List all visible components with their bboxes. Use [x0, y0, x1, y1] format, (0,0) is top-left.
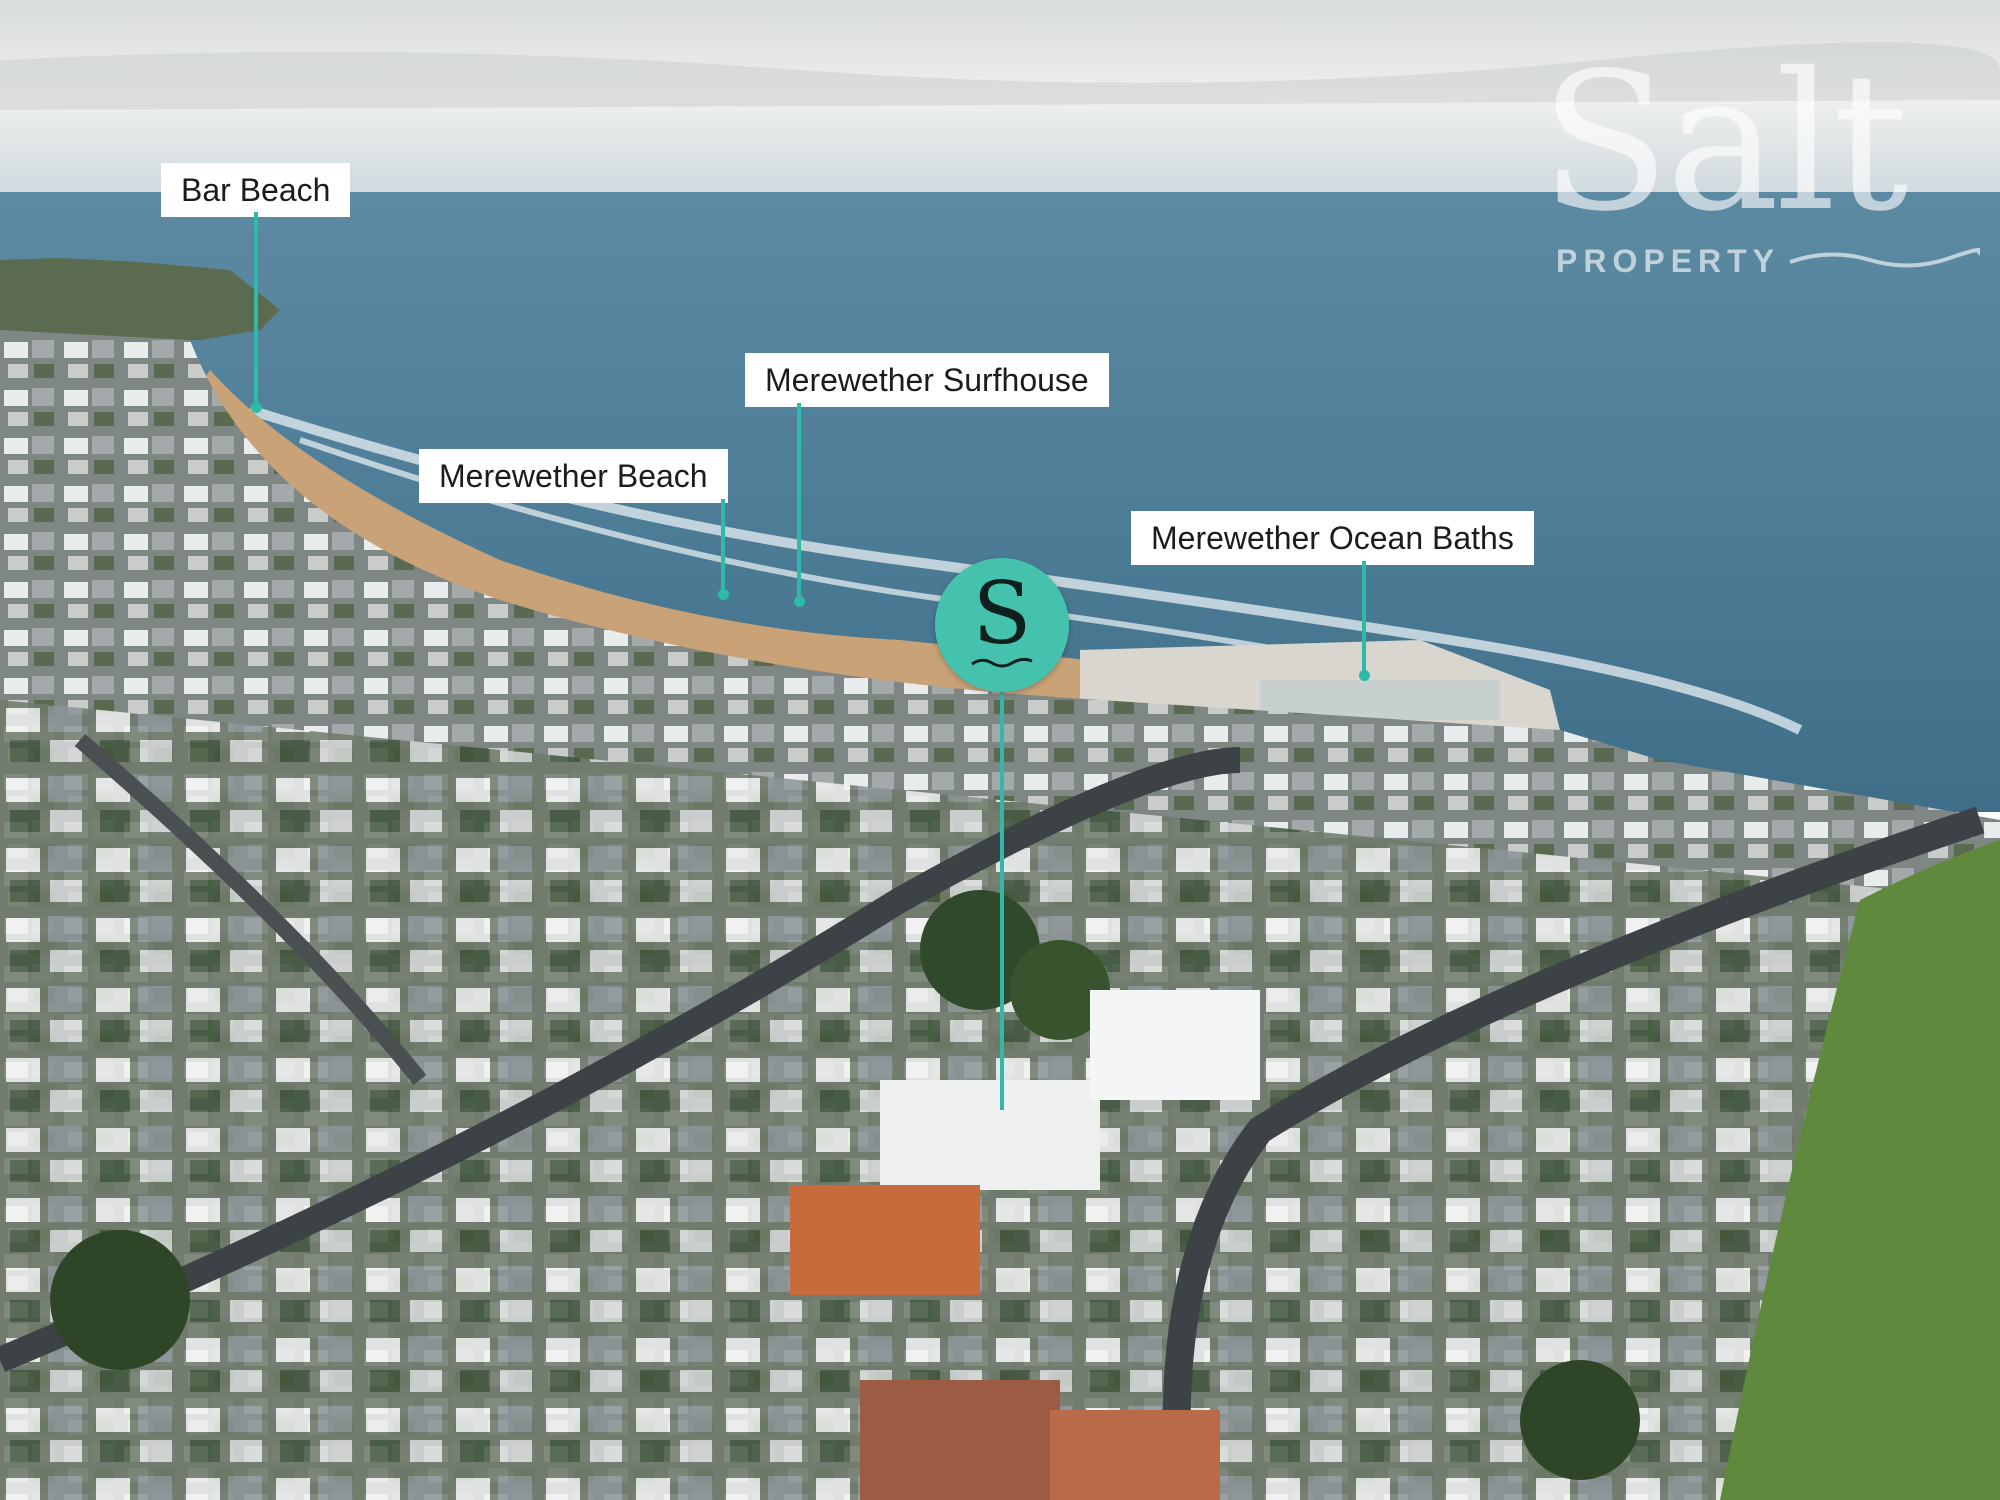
- label-bar-beach: Bar Beach: [161, 163, 351, 217]
- label-merewether-surfhouse: Merewether Surfhouse: [745, 353, 1109, 407]
- label-merewether-ocean-baths: Merewether Ocean Baths: [1131, 511, 1534, 565]
- leader-bar-beach: [254, 212, 258, 407]
- logo-swoosh-icon: [1789, 247, 1980, 268]
- leader-merewether-ocean-baths: [1362, 561, 1366, 673]
- leader-merewether-beach: [721, 499, 725, 593]
- property-marker-stem: [1000, 690, 1004, 1110]
- salt-property-logo: Salt PROPERTY: [1540, 43, 1980, 285]
- marker-dot-merewether-surfhouse: [794, 596, 805, 607]
- property-marker-pin: S: [935, 558, 1069, 692]
- label-merewether-beach: Merewether Beach: [419, 449, 728, 503]
- marker-dot-merewether-beach: [718, 589, 729, 600]
- wave-icon: [971, 657, 1033, 668]
- marker-dot-bar-beach: [251, 402, 262, 413]
- logo-wordmark: Salt: [1540, 32, 1909, 253]
- property-marker-letter: S: [972, 564, 1032, 664]
- logo-subtitle: PROPERTY: [1556, 243, 1781, 279]
- leader-merewether-surfhouse: [797, 403, 801, 600]
- marker-dot-merewether-ocean-baths: [1359, 670, 1370, 681]
